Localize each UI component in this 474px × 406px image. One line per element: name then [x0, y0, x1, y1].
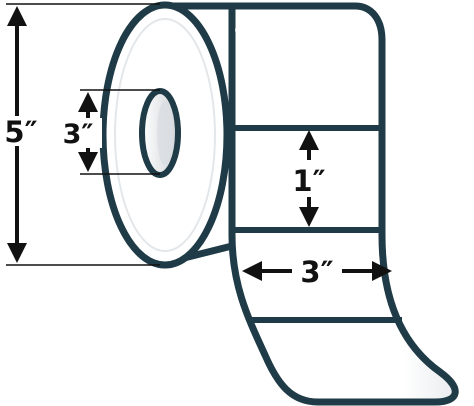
- roll-inner-ring: [114, 18, 216, 252]
- core-label-bg: [56, 118, 102, 148]
- roll-diameter-dimension: 5″: [0, 3, 160, 266]
- roll-diameter-label: 5″: [4, 115, 37, 149]
- label-strip-body: [191, 2, 459, 406]
- label-height-label: 1″: [292, 164, 325, 198]
- diameter-label-bg: [0, 116, 44, 146]
- core-inner-shadow: [157, 101, 173, 165]
- core-diameter-dimension: 3″: [56, 89, 160, 175]
- label-width-dimension: 3″: [242, 255, 392, 289]
- label-height-dimension: 1″: [292, 130, 326, 227]
- label-strip: [191, 2, 459, 406]
- label-width-label: 3″: [300, 255, 333, 289]
- roll-face: [99, 1, 233, 269]
- core-diameter-label: 3″: [63, 119, 94, 150]
